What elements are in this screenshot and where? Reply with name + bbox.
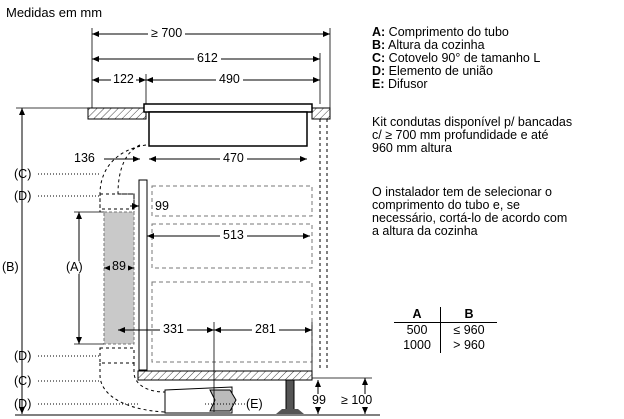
legend-item-d: D: Elemento de união [372,64,493,78]
dim-99-side-label: 99 [155,199,169,213]
callout-c-top: (C) [14,167,32,181]
union-element-bottom [99,347,135,364]
page-title: Medidas em mm [6,5,103,20]
union-element-top [99,193,135,210]
dim-122-label: 122 [111,72,136,86]
callout-c-bottom: (C) [14,374,32,388]
callout-a: (A) [66,260,83,274]
note-installer: O instalador tem de selecionar o comprim… [372,185,568,238]
dim-470-label: 470 [220,152,247,165]
dim-89-label: 89 [110,259,128,273]
legend-item-e: E: Difusor [372,77,428,91]
duct-lower-elbow [99,363,166,413]
dim-136-label: 136 [74,151,95,165]
table-row: 1000 > 960 [394,338,497,353]
legend-item-b: B: Altura da cozinha [372,38,485,52]
dim-700-label: ≥ 700 [148,27,186,40]
legend-item-c: C: Cotovelo 90° de tamanho L [372,51,541,65]
cabinet-side-panel [138,179,148,371]
worktop-left [87,107,147,120]
worktop-right [311,107,331,120]
note-duct-kit: Kit condutas disponível p/ bancadas c/ ≥… [372,115,573,155]
callout-d-top: (D) [14,189,32,203]
diffuser-fins [209,389,237,412]
callout-b: (B) [2,260,19,274]
dim-513-label: 513 [220,229,247,242]
dim-99-bottom-label: 99 [311,393,327,407]
drawer-1 [151,185,313,217]
legend-item-a: A: Comprimento do tubo [372,25,509,39]
plinth [137,370,313,381]
table-header-a: A [394,307,441,323]
callout-d-mid: (D) [14,349,32,363]
hob [143,103,313,113]
dim-612-label: 612 [194,52,221,65]
table-row: 500 ≤ 960 [394,322,497,338]
legend: A: Comprimento do tubo B: Altura da cozi… [372,26,540,91]
callout-e: (E) [246,397,263,411]
hob-unit [148,111,308,147]
length-table: A B 500 ≤ 960 1000 > 960 [394,307,497,353]
duct-tube [103,211,135,345]
dim-331-label: 331 [160,323,187,336]
table-header-b: B [440,307,497,323]
dim-490-label: 490 [216,73,243,86]
foot-base [276,409,304,414]
dim-281-label: 281 [252,323,279,336]
callout-d-bottom: (D) [14,397,32,411]
drawer-2 [151,223,313,269]
dim-100-label: ≥ 100 [340,393,374,407]
cabinet-foot [285,379,295,413]
